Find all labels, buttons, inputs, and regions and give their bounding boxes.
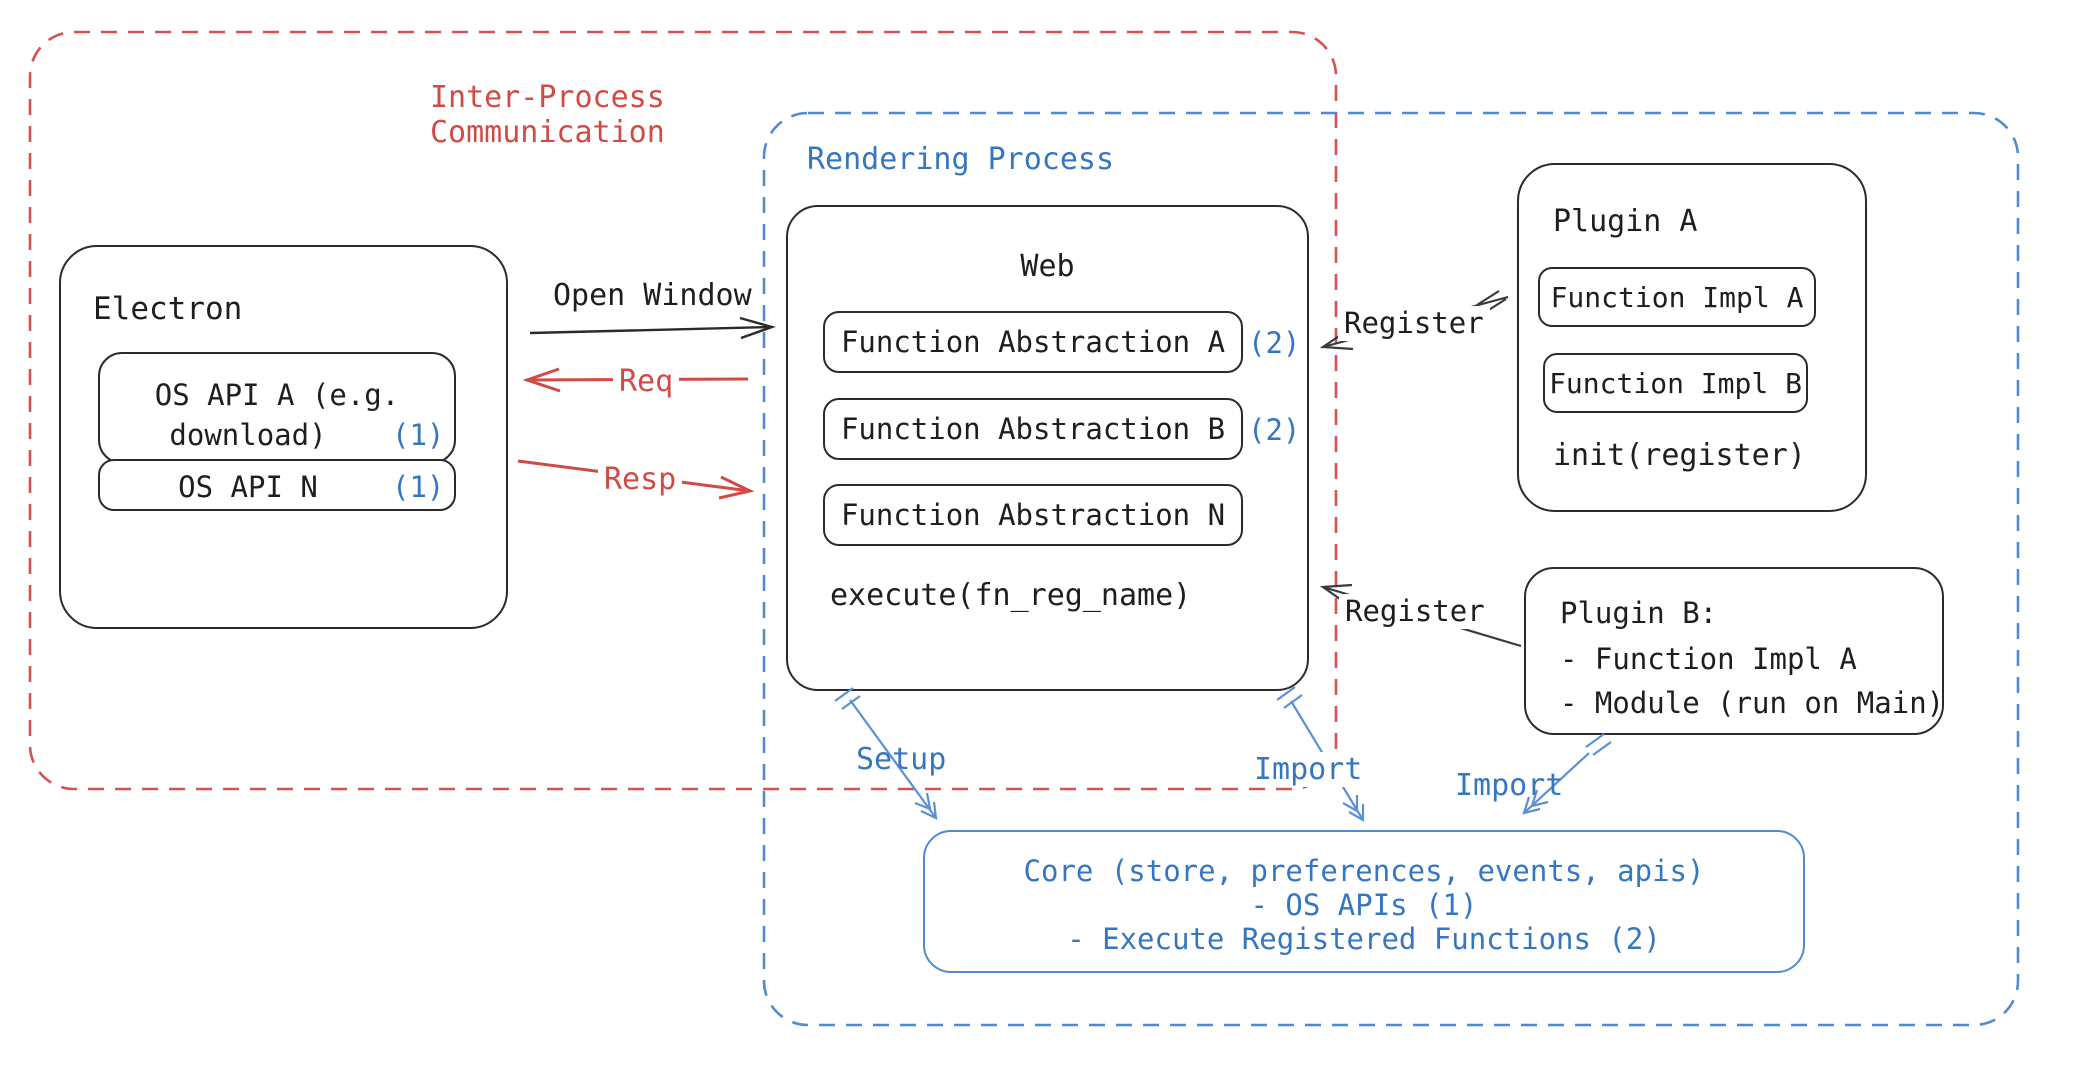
import-plugin-label: Import [1455,768,1564,803]
function-abstraction-b-label: Function Abstraction B [840,412,1226,446]
function-impl-a-label: Function Impl A [1550,280,1804,314]
function-abstraction-n-label: Function Abstraction N [840,498,1226,532]
os-api-a-line1: OS API A (e.g. [154,378,400,412]
function-abstraction-a-box [823,311,1243,373]
os-api-n-box [98,459,456,511]
plugin-b-box [1524,567,1944,735]
core-line2: - OS APIs (1) [1250,888,1478,922]
function-impl-b-box [1543,353,1808,413]
electron-title: Electron [93,291,243,327]
import-web-label: Import [1248,752,1369,787]
function-abstraction-b-box [823,398,1243,460]
os-api-n-label: OS API N [178,470,318,504]
ipc-region-label: Inter-Process Communication [430,80,665,150]
core-line1: Core (store, preferences, events, apis) [1023,854,1705,888]
resp-label: Resp [598,462,683,497]
execute-label: execute(fn_reg_name) [830,578,1192,613]
function-abstraction-b-badge: (2) [1248,413,1301,447]
rendering-process-region-label: Rendering Process [807,142,1115,177]
init-register-label: init(register) [1553,438,1806,473]
open-window-arrow [529,316,776,340]
web-title: Web [1020,249,1075,284]
function-abstraction-a-label: Function Abstraction A [840,325,1226,359]
register-top-label: Register [1338,306,1490,341]
plugin-a-box [1517,163,1867,512]
os-api-a-badge: (1) [392,418,445,452]
os-api-a-box [98,352,456,464]
function-impl-b-label: Function Impl B [1549,366,1802,400]
setup-label: Setup [856,742,947,777]
core-box [923,830,1805,973]
os-api-n-badge: (1) [392,470,445,504]
function-abstraction-a-badge: (2) [1248,326,1301,360]
open-window-label: Open Window [553,278,752,313]
plugin-b-line3: - Module (run on Main) [1560,686,1945,720]
plugin-a-title: Plugin A [1553,204,1698,239]
plugin-b-line2: - Function Impl A [1560,642,1857,676]
function-abstraction-n-box [823,484,1243,546]
plugin-b-title: Plugin B: [1560,596,1718,630]
register-bottom-label: Register [1339,594,1491,629]
req-label: Req [613,364,680,399]
function-impl-a-box [1538,267,1816,327]
os-api-a-line2: download) [169,418,327,452]
core-line3: - Execute Registered Functions (2) [1067,922,1661,956]
